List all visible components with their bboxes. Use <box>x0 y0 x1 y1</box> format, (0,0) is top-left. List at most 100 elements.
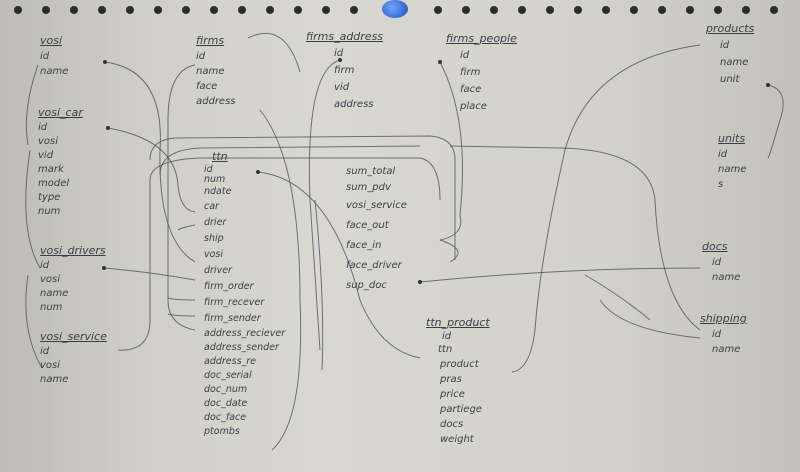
field: product <box>440 359 479 370</box>
link-dot <box>766 83 770 87</box>
field: vosi <box>40 274 61 285</box>
field: address_re <box>204 356 257 367</box>
field: name <box>196 66 225 77</box>
field: vosi_service <box>346 200 407 211</box>
link-line <box>177 224 196 231</box>
field: partiege <box>440 404 482 415</box>
link-line <box>25 149 41 269</box>
binder-hole <box>742 6 750 14</box>
field: sum_total <box>346 166 396 177</box>
entity-ttn: ttn id num ndate car drier ship vosi dri… <box>204 150 285 439</box>
link-line <box>511 44 701 373</box>
field: ttn <box>438 344 453 355</box>
binder-hole <box>630 6 638 14</box>
entity-title: shipping <box>700 312 747 325</box>
field: s <box>718 179 724 190</box>
entity-vosi-car: vosi_car id vosi vid mark model type num <box>38 106 83 219</box>
link-dot <box>338 58 342 62</box>
field: face_in <box>346 240 382 251</box>
binder-hole <box>154 6 162 14</box>
field: model <box>38 178 70 189</box>
binder-hole <box>266 6 274 14</box>
link-line <box>308 59 341 351</box>
field: firm <box>460 67 481 78</box>
entity-title: ttn <box>212 150 228 163</box>
entity-title: products <box>706 22 755 35</box>
field: docs <box>440 419 464 430</box>
entity-title: vosi <box>40 34 63 47</box>
link-dot <box>438 60 442 64</box>
field: address_sender <box>204 342 279 353</box>
binder-hole <box>686 6 694 14</box>
binder-hole <box>602 6 610 14</box>
field: weight <box>440 434 474 445</box>
field: face_driver <box>346 260 402 271</box>
field: doc_face <box>204 412 247 423</box>
link-dot <box>106 126 110 130</box>
field: name <box>718 164 747 175</box>
binder-hole <box>490 6 498 14</box>
link-dot <box>256 170 260 174</box>
link-line <box>25 64 39 146</box>
field: name <box>712 272 741 283</box>
link-dot <box>102 266 106 270</box>
field: name <box>712 344 741 355</box>
link-line <box>117 157 441 351</box>
field: vid <box>38 150 54 161</box>
link-line <box>149 135 456 260</box>
link-line <box>419 267 701 283</box>
entity-title: units <box>718 132 746 145</box>
field: firm_recever <box>204 297 265 308</box>
binder-hole <box>182 6 190 14</box>
field: sum_pdv <box>346 182 391 193</box>
field: address <box>334 99 374 110</box>
field: id <box>720 40 730 51</box>
entity-units: units id name s <box>718 132 746 192</box>
entity-products: products id name unit <box>706 22 754 88</box>
binder-hole <box>658 6 666 14</box>
field: id <box>334 48 344 59</box>
field: id <box>196 51 206 62</box>
entity-vosi-drivers: vosi_drivers id vosi name num <box>40 244 106 315</box>
binder-hole <box>294 6 302 14</box>
field: id <box>40 346 50 357</box>
push-pin-icon <box>382 0 408 18</box>
entity-title: vosi_service <box>40 330 107 343</box>
field: id <box>38 122 48 133</box>
field: firm_order <box>204 281 254 292</box>
field: num <box>204 174 226 185</box>
field: vosi <box>204 249 224 260</box>
field: ndate <box>204 186 232 197</box>
entity-ttn-summary: sum_total sum_pdv vosi_service face_out … <box>346 164 407 296</box>
field: face_out <box>346 220 389 231</box>
binder-hole <box>238 6 246 14</box>
binder-hole <box>518 6 526 14</box>
field: name <box>40 66 69 77</box>
field: ptombs <box>204 426 240 437</box>
field: unit <box>720 74 740 85</box>
link-line <box>314 199 324 371</box>
field: name <box>40 288 69 299</box>
field: id <box>712 257 722 268</box>
field: num <box>40 302 63 313</box>
field: name <box>40 374 69 385</box>
field: doc_date <box>204 398 248 409</box>
field: num <box>38 206 61 217</box>
binder-hole <box>434 6 442 14</box>
field: face <box>196 81 218 92</box>
field: car <box>204 201 219 212</box>
link-line <box>439 61 463 216</box>
binder-hole <box>14 6 22 14</box>
entity-title: vosi_car <box>38 106 83 119</box>
field: doc_serial <box>204 370 252 381</box>
entity-vosi-service: vosi_service id vosi name <box>40 330 107 387</box>
link-line <box>439 239 459 263</box>
link-line <box>599 299 701 339</box>
entity-title: firms_address <box>306 30 384 43</box>
field: id <box>204 164 213 175</box>
entity-ttn-product: ttn_product id ttn product pras price pa… <box>426 316 490 447</box>
field: mark <box>38 164 64 175</box>
entity-title: firms <box>196 34 225 47</box>
